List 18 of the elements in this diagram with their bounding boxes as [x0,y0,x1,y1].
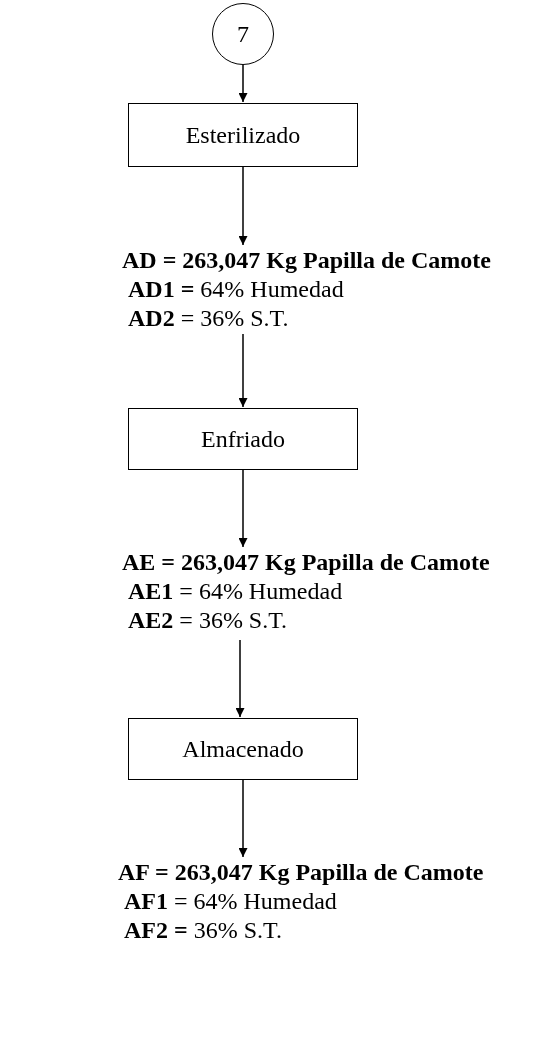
process-box: Esterilizado [128,103,358,167]
arrow [238,333,248,408]
process-box: Almacenado [128,718,358,780]
mass-balance-component: AE2 = 36% S.T. [127,606,289,635]
mass-balance-component: AD2 = 36% S.T. [127,304,290,333]
arrow [235,639,245,718]
mass-balance-total: AD = 263,047 Kg Papilla de Camote [121,246,492,275]
mass-balance-component: AE1 = 64% Humedad [127,577,344,606]
arrow [238,64,248,103]
mass-balance-component: AD1 = 64% Humedad [127,275,345,304]
mass-balance-total: AF = 263,047 Kg Papilla de Camote [117,858,485,887]
mass-balance-component: AF2 = 36% S.T. [123,916,283,945]
arrow [238,779,248,858]
mass-balance-component: AF1 = 64% Humedad [123,887,338,916]
arrow [238,469,248,548]
arrow [238,166,248,246]
mass-balance-total: AE = 263,047 Kg Papilla de Camote [121,548,491,577]
process-box: Enfriado [128,408,358,470]
